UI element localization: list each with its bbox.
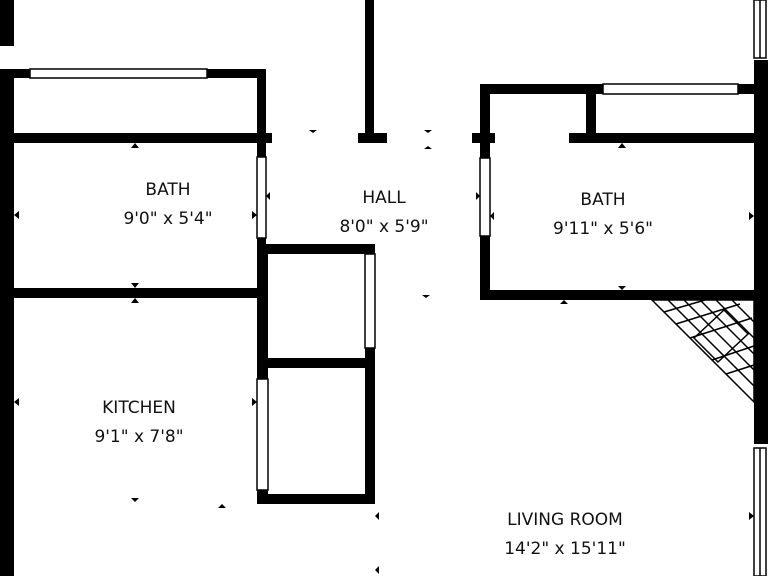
tick xyxy=(131,143,139,148)
room-dims-living-room: 14'2" x 15'11" xyxy=(504,539,626,559)
room-name-bath-left: BATH xyxy=(145,180,190,200)
wall-bath-right-shelf xyxy=(569,133,756,143)
room-labels: BATH 9'0" x 5'4" HALL 8'0" x 5'9" BATH 9… xyxy=(94,180,653,559)
dimension-ticks xyxy=(14,130,754,574)
tick xyxy=(749,212,754,220)
tick xyxy=(424,130,432,133)
door-bath-left xyxy=(256,156,267,239)
room-name-kitchen: KITCHEN xyxy=(102,398,176,418)
wall-left-ledge xyxy=(0,69,30,78)
wall-center-stub-foot xyxy=(358,133,387,143)
tick xyxy=(218,504,226,508)
wall-bath-left-bottom xyxy=(0,288,266,298)
wall-closet-mid xyxy=(262,358,375,368)
wall-bath-left-top xyxy=(0,133,272,143)
tick xyxy=(309,130,317,133)
tick xyxy=(252,211,257,219)
tick xyxy=(618,286,626,290)
wall-bath-right-left-lower xyxy=(480,236,490,300)
tick xyxy=(490,212,494,220)
tick xyxy=(560,300,568,304)
door-jambs xyxy=(256,156,491,491)
room-name-hall: HALL xyxy=(362,188,406,208)
window-top-left xyxy=(29,68,208,79)
stairs xyxy=(650,299,755,404)
wall-closet-right-lower xyxy=(365,348,375,504)
tick xyxy=(424,146,432,149)
room-dims-kitchen: 9'1" x 7'8" xyxy=(94,427,183,447)
tick xyxy=(266,192,270,200)
wall-ledge-right xyxy=(207,69,265,78)
wall-closet-top xyxy=(257,244,375,254)
wall-closet-left-upper xyxy=(257,244,268,379)
door-closet-upper xyxy=(364,253,376,349)
window-bath-right-top xyxy=(602,83,739,95)
wall-left-exterior xyxy=(0,70,14,576)
tick xyxy=(14,398,19,406)
tick xyxy=(375,512,379,520)
tick xyxy=(375,566,379,574)
wall-bath-right-top xyxy=(480,84,603,94)
wall-closet-left-foot xyxy=(257,490,268,504)
wall-bath-right-bottom xyxy=(480,290,756,300)
tick xyxy=(131,283,139,288)
room-dims-bath-right: 9'11" x 5'6" xyxy=(553,219,653,239)
wall-right-exterior xyxy=(754,60,768,444)
room-name-living-room: LIVING ROOM xyxy=(507,510,623,530)
tick xyxy=(131,298,139,303)
wall-closet-bottom xyxy=(257,494,375,504)
wall-bath-right-inner xyxy=(586,84,596,141)
tick xyxy=(422,295,430,298)
door-bath-right xyxy=(479,157,491,237)
room-dims-hall: 8'0" x 5'9" xyxy=(339,217,428,237)
room-name-bath-right: BATH xyxy=(580,190,625,210)
door-closet-lower xyxy=(256,378,269,491)
wall-ledge-vertical xyxy=(257,69,266,157)
windows xyxy=(29,0,767,576)
tick xyxy=(476,192,480,200)
wall-bath-right-top-b xyxy=(738,84,756,94)
tick xyxy=(618,143,626,148)
wall-bath-right-left-upper xyxy=(480,84,490,158)
wall-bath-right-stub xyxy=(472,133,495,143)
wall-center-stub xyxy=(365,0,374,143)
tick xyxy=(252,398,257,406)
tick xyxy=(14,211,19,219)
room-dims-bath-left: 9'0" x 5'4" xyxy=(123,209,212,229)
wall-left-exterior-top xyxy=(0,0,14,46)
tick xyxy=(749,512,754,520)
tick xyxy=(131,498,139,502)
stairs-landing xyxy=(692,308,750,364)
